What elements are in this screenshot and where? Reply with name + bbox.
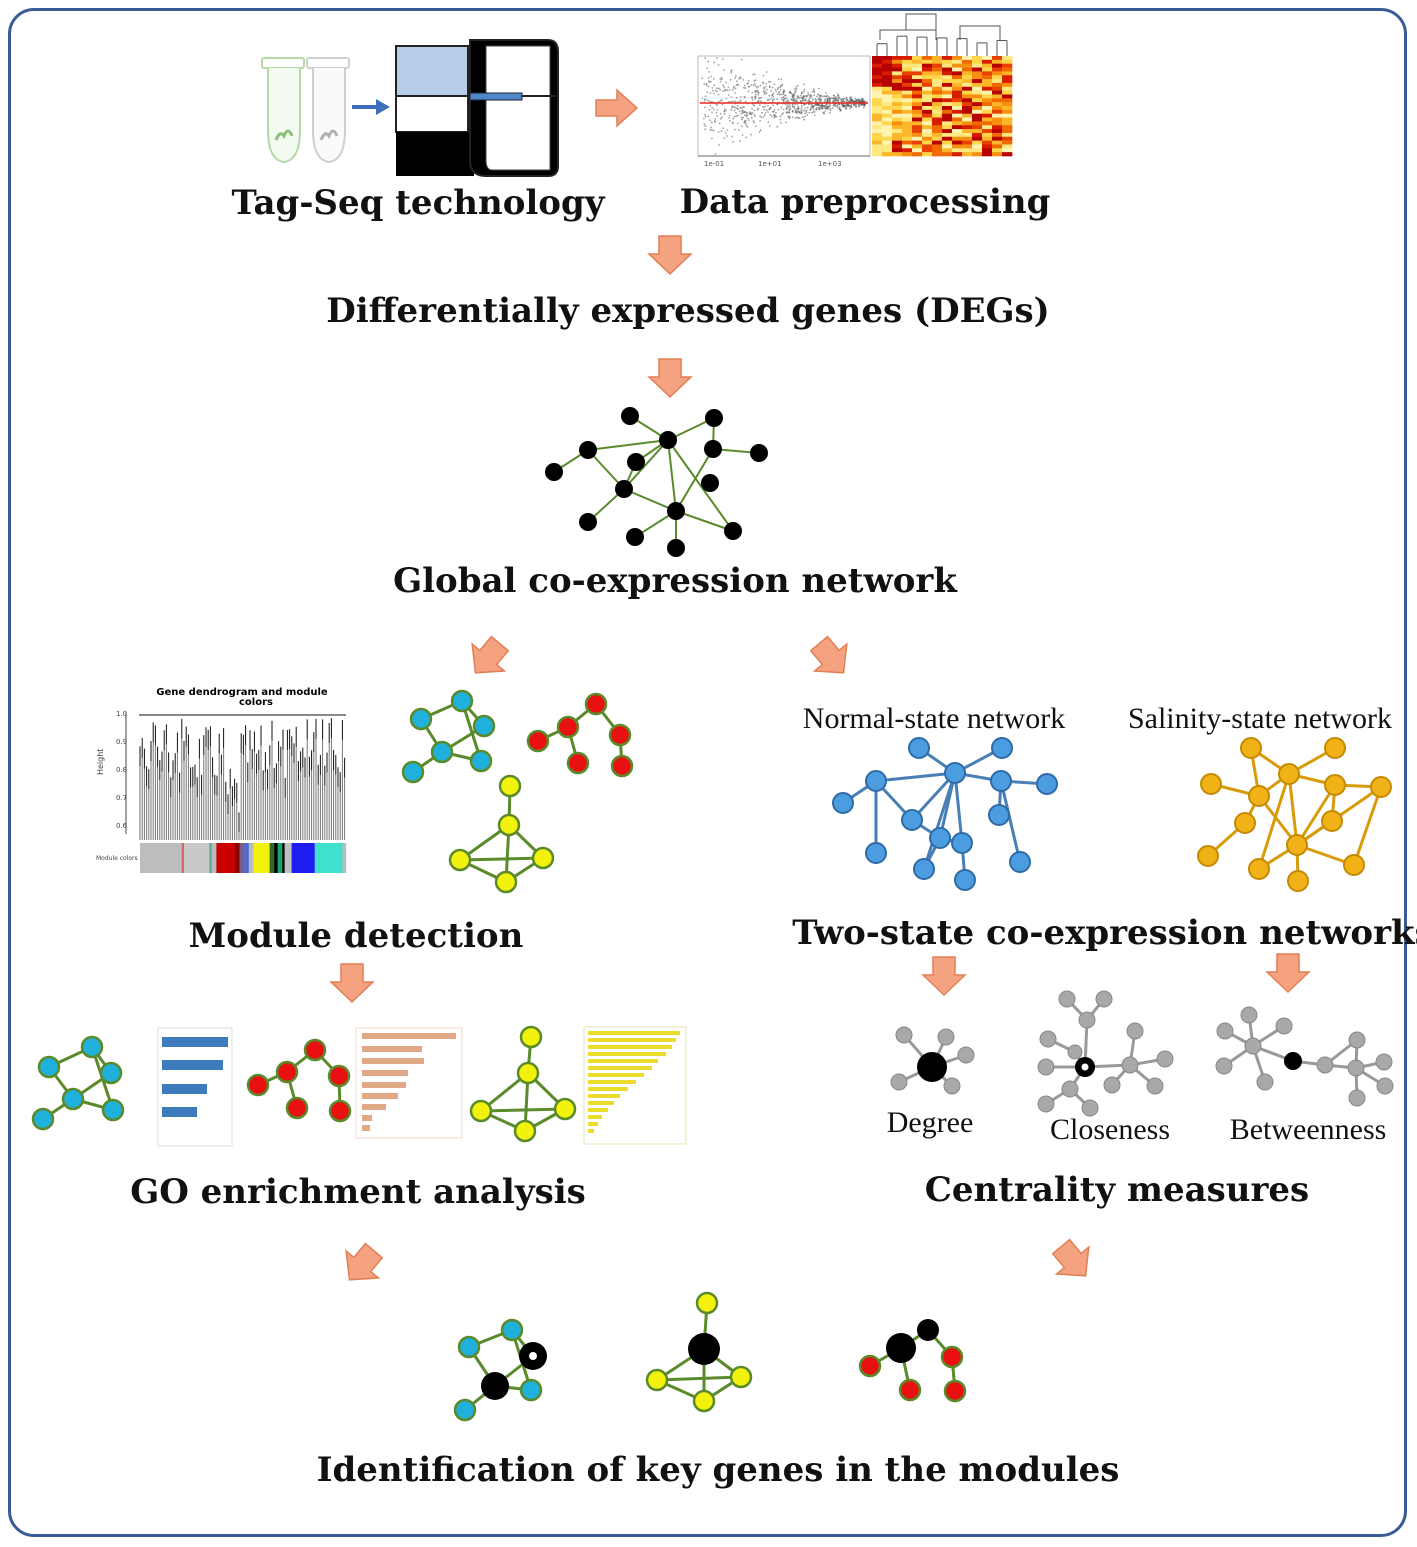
preprocessing-label: Data preprocessing <box>680 182 1051 222</box>
arrow-down-4 <box>922 956 966 996</box>
go-enrichment-label: GO enrichment analysis <box>130 1172 586 1212</box>
red-module <box>526 692 634 778</box>
svg-text:0.6: 0.6 <box>116 822 128 830</box>
svg-text:1e+03: 1e+03 <box>818 160 842 168</box>
salinity-state-network <box>1197 737 1392 892</box>
go-blue-module <box>31 1035 125 1131</box>
global-network <box>545 407 768 557</box>
go-blue-barplot <box>157 1027 233 1147</box>
two-state-label: Two-state co-expression networks <box>792 913 1417 953</box>
normal-network-label: Normal-state network <box>803 702 1065 735</box>
closeness-label: Closeness <box>1050 1113 1170 1146</box>
arrow-down-1 <box>648 235 692 275</box>
sequencer-icon <box>395 39 559 177</box>
svg-text:1e+01: 1e+01 <box>758 160 782 168</box>
betweenness-network <box>1215 1006 1394 1107</box>
arrow-final-right <box>1051 1238 1090 1277</box>
blue-arrow-icon <box>352 99 390 115</box>
green-tube-icon <box>261 57 305 164</box>
heatmap <box>872 13 1013 157</box>
key-genes-red-module <box>858 1319 967 1403</box>
go-yellow-barplot <box>583 1026 687 1145</box>
go-red-barplot <box>355 1027 463 1139</box>
svg-text:0.9: 0.9 <box>116 738 127 746</box>
tagseq-illustration <box>261 39 559 177</box>
arrow-down-left <box>471 635 510 674</box>
dendrogram-title-2: colors <box>239 697 273 708</box>
arrow-down-right <box>809 635 848 674</box>
degs-label: Differentially expressed genes (DEGs) <box>326 291 1050 331</box>
svg-text:0.7: 0.7 <box>116 794 127 802</box>
arrow-down-3 <box>330 963 374 1003</box>
key-genes-yellow-module <box>645 1291 753 1413</box>
grey-tube-icon <box>306 57 350 164</box>
arrow-down-5 <box>1266 953 1310 993</box>
module-detection-label: Module detection <box>189 916 524 956</box>
arrow-right-1 <box>595 88 639 128</box>
closeness-network <box>1037 990 1174 1117</box>
svg-text:0.8: 0.8 <box>116 766 127 774</box>
global-network-label: Global co-expression network <box>393 561 958 601</box>
centrality-label: Centrality measures <box>925 1170 1309 1210</box>
normal-state-network <box>832 737 1058 891</box>
key-genes-label: Identification of key genes in the modul… <box>317 1450 1120 1490</box>
degree-label: Degree <box>887 1106 974 1139</box>
arrow-final-left <box>345 1242 384 1281</box>
salinity-network-label: Salinity-state network <box>1128 702 1392 735</box>
svg-text:1e-01: 1e-01 <box>704 160 724 168</box>
betweenness-label: Betweenness <box>1230 1113 1387 1146</box>
svg-text:1.0: 1.0 <box>116 710 127 718</box>
blue-module <box>401 689 496 784</box>
yellow-module <box>448 774 555 894</box>
go-yellow-module <box>469 1025 577 1143</box>
dendrogram-title-1: Gene dendrogram and module <box>156 687 328 698</box>
key-genes-blue-module <box>453 1318 547 1422</box>
degree-network <box>890 1026 975 1095</box>
dendrogram-ylabel: Height <box>96 749 105 775</box>
ma-plot: 1e-01 1e+01 1e+03 <box>697 55 871 168</box>
arrow-down-2 <box>648 358 692 398</box>
module-colors-label: Module colors <box>96 855 138 862</box>
gene-dendrogram: Gene dendrogram and module colors 1.0 0.9… <box>96 687 347 873</box>
tagseq-label: Tag-Seq technology <box>231 183 605 223</box>
go-red-module <box>246 1038 352 1123</box>
